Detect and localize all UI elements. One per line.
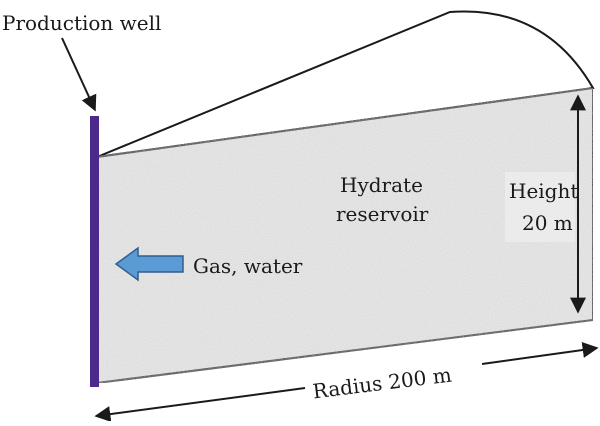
flow-label: Gas, water [193, 254, 303, 278]
radius-arrow-right [481, 342, 599, 365]
height-label-line2: 20 m [522, 211, 573, 235]
production-well [90, 116, 99, 387]
radius-arrow-left [94, 387, 306, 423]
production-well-label: Production well [2, 11, 161, 35]
height-label-line1: Height [509, 179, 578, 203]
well-pointer [61, 37, 97, 112]
radius-label: Radius 200 m [311, 363, 453, 404]
reservoir-label-line1: Hydrate [340, 173, 423, 197]
flow-arrow-icon [114, 246, 184, 282]
reservoir-label-line2: reservoir [336, 202, 429, 226]
height-label-bg [505, 172, 575, 242]
reservoir-top-surface [96, 10, 595, 158]
